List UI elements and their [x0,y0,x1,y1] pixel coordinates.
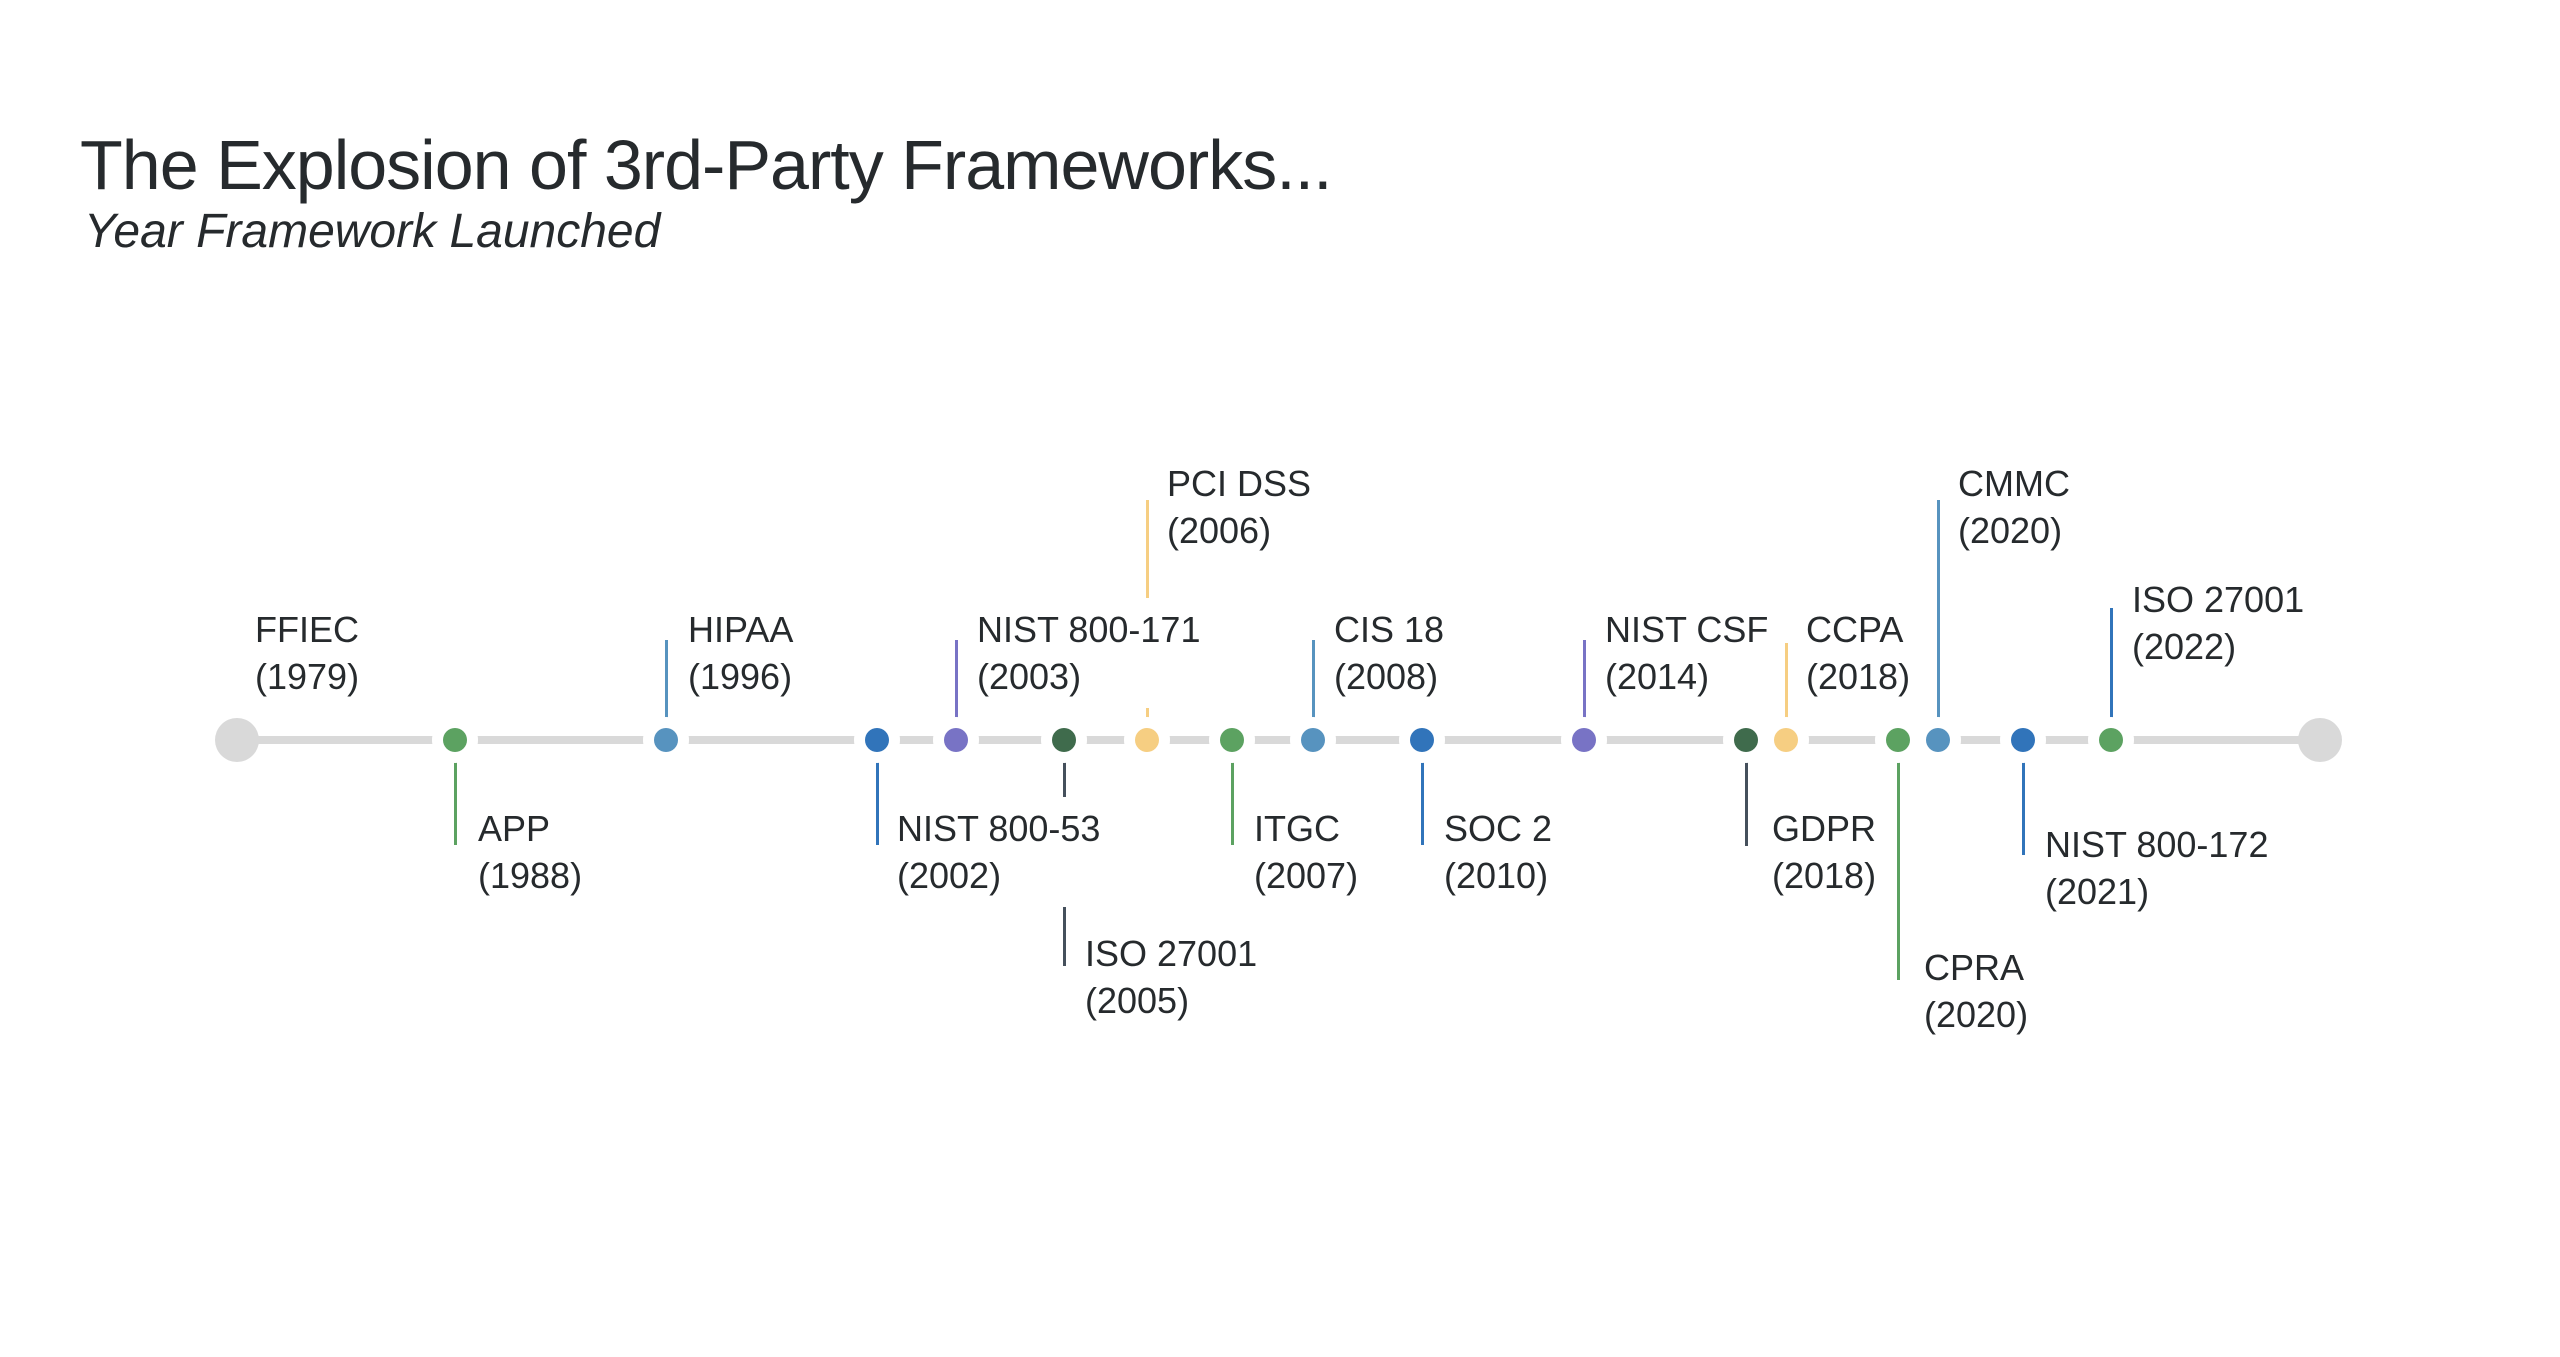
event-dot-pci-dss-2006 [1135,728,1159,752]
event-name-hipaa-1996: HIPAA [688,609,794,650]
event-connector-gdpr-2018 [1744,758,1748,846]
event-dot-nist-800-171-2003 [944,728,968,752]
event-dot-app-1988 [443,728,467,752]
event-dot-cpra-2020 [1886,728,1910,752]
event-connector-cmmc-2020 [1936,500,1940,726]
event-name-cmmc-2020: CMMC [1958,463,2070,504]
event-connector-cpra-2020 [1896,758,1900,980]
event-connector-hipaa-1996 [664,640,668,726]
event-label-gdpr-2018: GDPR (2018) [1760,797,1889,907]
event-dot-soc-2-2010 [1410,728,1434,752]
event-dot-hipaa-1996 [654,728,678,752]
event-label-ccpa-2018: CCPA (2018) [1794,598,1923,708]
event-label-soc-2-2010: SOC 2 (2010) [1432,797,1565,907]
event-label-ffiec-1979: FFIEC (1979) [243,598,372,708]
event-name-app-1988: APP [478,808,551,849]
event-connector-nist-800-172-2021 [2021,758,2025,855]
event-year-nist-csf-2014: (2014) [1605,656,1710,697]
event-label-cis-18-2008: CIS 18 (2008) [1322,598,1457,708]
event-name-nist-csf-2014: NIST CSF [1605,609,1769,650]
event-year-nist-800-53-2002: (2002) [897,855,1002,896]
event-label-iso-27001-2005: ISO 27001 (2005) [1073,922,1270,1032]
event-label-nist-800-53-2002: NIST 800-53 (2002) [885,797,1113,907]
event-year-ffiec-1979: (1979) [255,656,360,697]
event-dot-nist-800-53-2002 [865,728,889,752]
event-year-cmmc-2020: (2020) [1958,510,2063,551]
event-name-pci-dss-2006: PCI DSS [1167,463,1312,504]
event-name-ffiec-1979: FFIEC [255,609,359,650]
event-name-soc-2-2010: SOC 2 [1444,808,1553,849]
event-label-cmmc-2020: CMMC (2020) [1946,452,2082,562]
event-label-app-1988: APP (1988) [466,797,595,907]
event-connector-nist-800-53-2002 [875,758,879,845]
event-year-iso-27001-2022: (2022) [2132,626,2237,667]
event-dot-iso-27001-2022 [2099,728,2123,752]
timeline-end-cap [2298,718,2342,762]
event-dot-itgc-2007 [1220,728,1244,752]
event-label-pci-dss-2006: PCI DSS (2006) [1155,452,1324,562]
event-name-iso-27001-2022: ISO 27001 [2132,579,2305,620]
event-dot-gdpr-2018 [1734,728,1758,752]
timeline-start-cap [215,718,259,762]
event-connector-soc-2-2010 [1420,758,1424,845]
event-label-hipaa-1996: HIPAA (1996) [676,598,806,708]
event-name-iso-27001-2005: ISO 27001 [1085,933,1258,974]
event-year-cpra-2020: (2020) [1924,994,2029,1035]
event-label-iso-27001-2022: ISO 27001 (2022) [2120,568,2317,678]
event-year-nist-800-172-2021: (2021) [2045,871,2150,912]
event-dot-ccpa-2018 [1774,728,1798,752]
event-dot-cmmc-2020 [1926,728,1950,752]
event-dot-nist-800-172-2021 [2011,728,2035,752]
event-connector-nist-csf-2014 [1582,640,1586,726]
event-name-itgc-2007: ITGC [1254,808,1340,849]
event-dot-iso-27001-2005 [1052,728,1076,752]
event-year-cis-18-2008: (2008) [1334,656,1439,697]
event-name-cis-18-2008: CIS 18 [1334,609,1445,650]
event-year-hipaa-1996: (1996) [688,656,793,697]
event-label-itgc-2007: ITGC (2007) [1242,797,1371,907]
event-name-nist-800-53-2002: NIST 800-53 [897,808,1101,849]
event-label-cpra-2020: CPRA (2020) [1912,936,2041,1046]
event-connector-iso-27001-2022 [2109,608,2113,726]
event-year-nist-800-171-2003: (2003) [977,656,1082,697]
event-year-pci-dss-2006: (2006) [1167,510,1272,551]
event-name-nist-800-171-2003: NIST 800-171 [977,609,1201,650]
event-year-itgc-2007: (2007) [1254,855,1359,896]
event-label-nist-800-171-2003: NIST 800-171 (2003) [965,598,1213,708]
event-year-app-1988: (1988) [478,855,583,896]
event-label-nist-800-172-2021: NIST 800-172 (2021) [2033,813,2281,923]
event-connector-itgc-2007 [1230,758,1234,845]
event-name-cpra-2020: CPRA [1924,947,2025,988]
event-name-nist-800-172-2021: NIST 800-172 [2045,824,2269,865]
event-connector-nist-800-171-2003 [954,640,958,726]
event-connector-ccpa-2018 [1784,643,1788,722]
event-dot-cis-18-2008 [1301,728,1325,752]
event-dot-nist-csf-2014 [1572,728,1596,752]
page-title: The Explosion of 3rd-Party Frameworks... [80,126,1333,204]
page-subtitle: Year Framework Launched [84,205,661,258]
event-year-gdpr-2018: (2018) [1772,855,1877,896]
event-name-gdpr-2018: GDPR [1772,808,1877,849]
event-label-nist-csf-2014: NIST CSF (2014) [1593,598,1781,708]
timeline-track [237,736,2320,744]
event-year-ccpa-2018: (2018) [1806,656,1911,697]
event-connector-app-1988 [453,758,457,845]
event-name-ccpa-2018: CCPA [1806,609,1904,650]
event-year-soc-2-2010: (2010) [1444,855,1549,896]
event-connector-cis-18-2008 [1311,640,1315,726]
event-year-iso-27001-2005: (2005) [1085,980,1190,1021]
